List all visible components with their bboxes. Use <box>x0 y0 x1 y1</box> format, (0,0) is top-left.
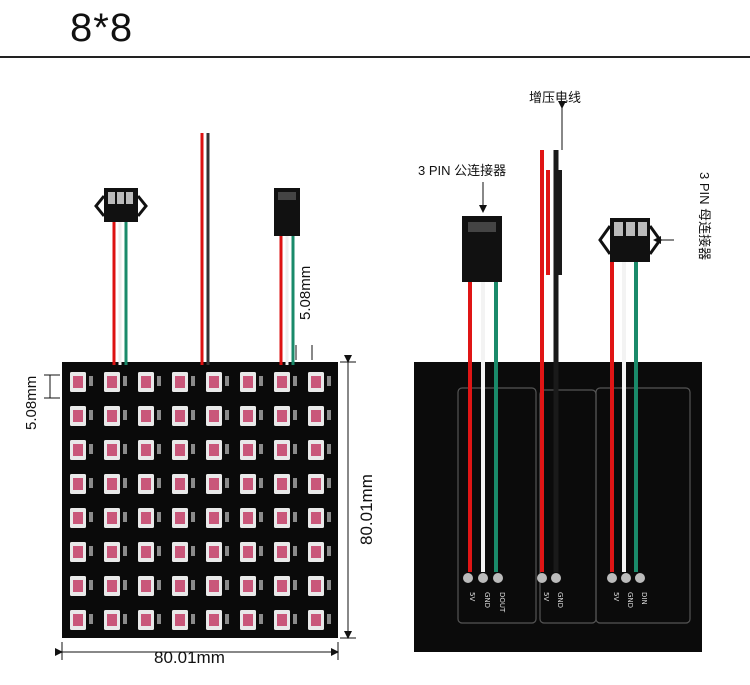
led-cell <box>70 610 93 630</box>
led-cell <box>206 508 229 528</box>
led-cell <box>104 508 127 528</box>
led-cell <box>274 542 297 562</box>
pad-label: GND <box>626 592 634 608</box>
led-cell <box>172 440 195 460</box>
led-cell <box>172 372 195 392</box>
led-cell <box>172 406 195 426</box>
led-cell <box>308 474 331 494</box>
female-connector-label: 3 PIN 母连接器 <box>697 172 712 260</box>
led-cell <box>240 406 263 426</box>
front-male-connector <box>274 188 300 236</box>
led-cell <box>206 474 229 494</box>
led-cell <box>240 440 263 460</box>
boost-wire-label: 增压电线 <box>529 90 581 105</box>
led-cell <box>70 576 93 596</box>
pitch-left-label: 5.08mm <box>23 376 40 430</box>
pitch-top-label: 5.08mm <box>297 266 314 320</box>
led-cell <box>274 372 297 392</box>
led-cell <box>138 440 161 460</box>
led-cell <box>70 542 93 562</box>
led-cell <box>172 542 195 562</box>
led-cell <box>308 610 331 630</box>
led-cell <box>274 576 297 596</box>
led-grid <box>70 372 331 630</box>
back-wires <box>468 150 638 572</box>
led-cell <box>138 406 161 426</box>
front-wires <box>112 133 295 365</box>
led-cell <box>240 474 263 494</box>
led-cell <box>104 610 127 630</box>
page-title: 8*8 <box>70 6 134 50</box>
led-cell <box>104 372 127 392</box>
led-cell <box>308 576 331 596</box>
led-cell <box>104 474 127 494</box>
panel-board <box>62 362 338 638</box>
solder-pads <box>463 573 645 583</box>
led-cell <box>308 508 331 528</box>
led-cell <box>138 508 161 528</box>
led-cell <box>206 406 229 426</box>
pad-label: 5V <box>468 592 476 601</box>
led-cell <box>206 372 229 392</box>
led-cell <box>240 610 263 630</box>
led-cell <box>274 440 297 460</box>
led-cell <box>104 576 127 596</box>
led-cell <box>70 406 93 426</box>
led-cell <box>206 440 229 460</box>
pad-label: 5V <box>612 592 620 601</box>
led-cell <box>206 610 229 630</box>
led-cell <box>206 542 229 562</box>
pad-label: GND <box>556 592 564 608</box>
front-female-connector <box>94 188 148 222</box>
led-cell <box>138 474 161 494</box>
led-panel-front <box>62 362 338 638</box>
led-cell <box>240 372 263 392</box>
male-connector-label: 3 PIN 公连接器 <box>418 163 506 178</box>
led-cell <box>104 440 127 460</box>
led-cell <box>104 406 127 426</box>
pad-label: DOUT <box>498 592 506 613</box>
led-cell <box>274 508 297 528</box>
led-cell <box>70 372 93 392</box>
led-cell <box>172 576 195 596</box>
led-cell <box>206 576 229 596</box>
led-cell <box>138 542 161 562</box>
led-cell <box>172 474 195 494</box>
callouts <box>479 101 674 244</box>
led-cell <box>308 440 331 460</box>
back-female-connector <box>598 218 662 262</box>
led-cell <box>274 474 297 494</box>
front-dimensions <box>44 345 356 660</box>
led-cell <box>172 610 195 630</box>
led-cell <box>308 542 331 562</box>
led-cell <box>172 508 195 528</box>
led-cell <box>240 576 263 596</box>
led-cell <box>70 474 93 494</box>
back-male-connector <box>462 216 502 282</box>
led-cell <box>138 576 161 596</box>
pad-label: GND <box>483 592 491 608</box>
led-cell <box>274 406 297 426</box>
pad-label: DIN <box>640 592 648 605</box>
led-cell <box>240 542 263 562</box>
pad-label: 5V <box>542 592 550 601</box>
pad-labels: 5V GND DOUT 5V GND 5V GND DIN <box>468 592 648 613</box>
led-cell <box>308 372 331 392</box>
led-cell <box>240 508 263 528</box>
led-cell <box>104 542 127 562</box>
width-dimension-label: 80.01mm <box>154 648 225 667</box>
title-divider <box>0 56 750 58</box>
led-cell <box>274 610 297 630</box>
led-cell <box>138 372 161 392</box>
led-cell <box>138 610 161 630</box>
led-cell <box>70 440 93 460</box>
led-cell <box>70 508 93 528</box>
led-cell <box>308 406 331 426</box>
height-dimension-label: 80.01mm <box>357 474 376 545</box>
